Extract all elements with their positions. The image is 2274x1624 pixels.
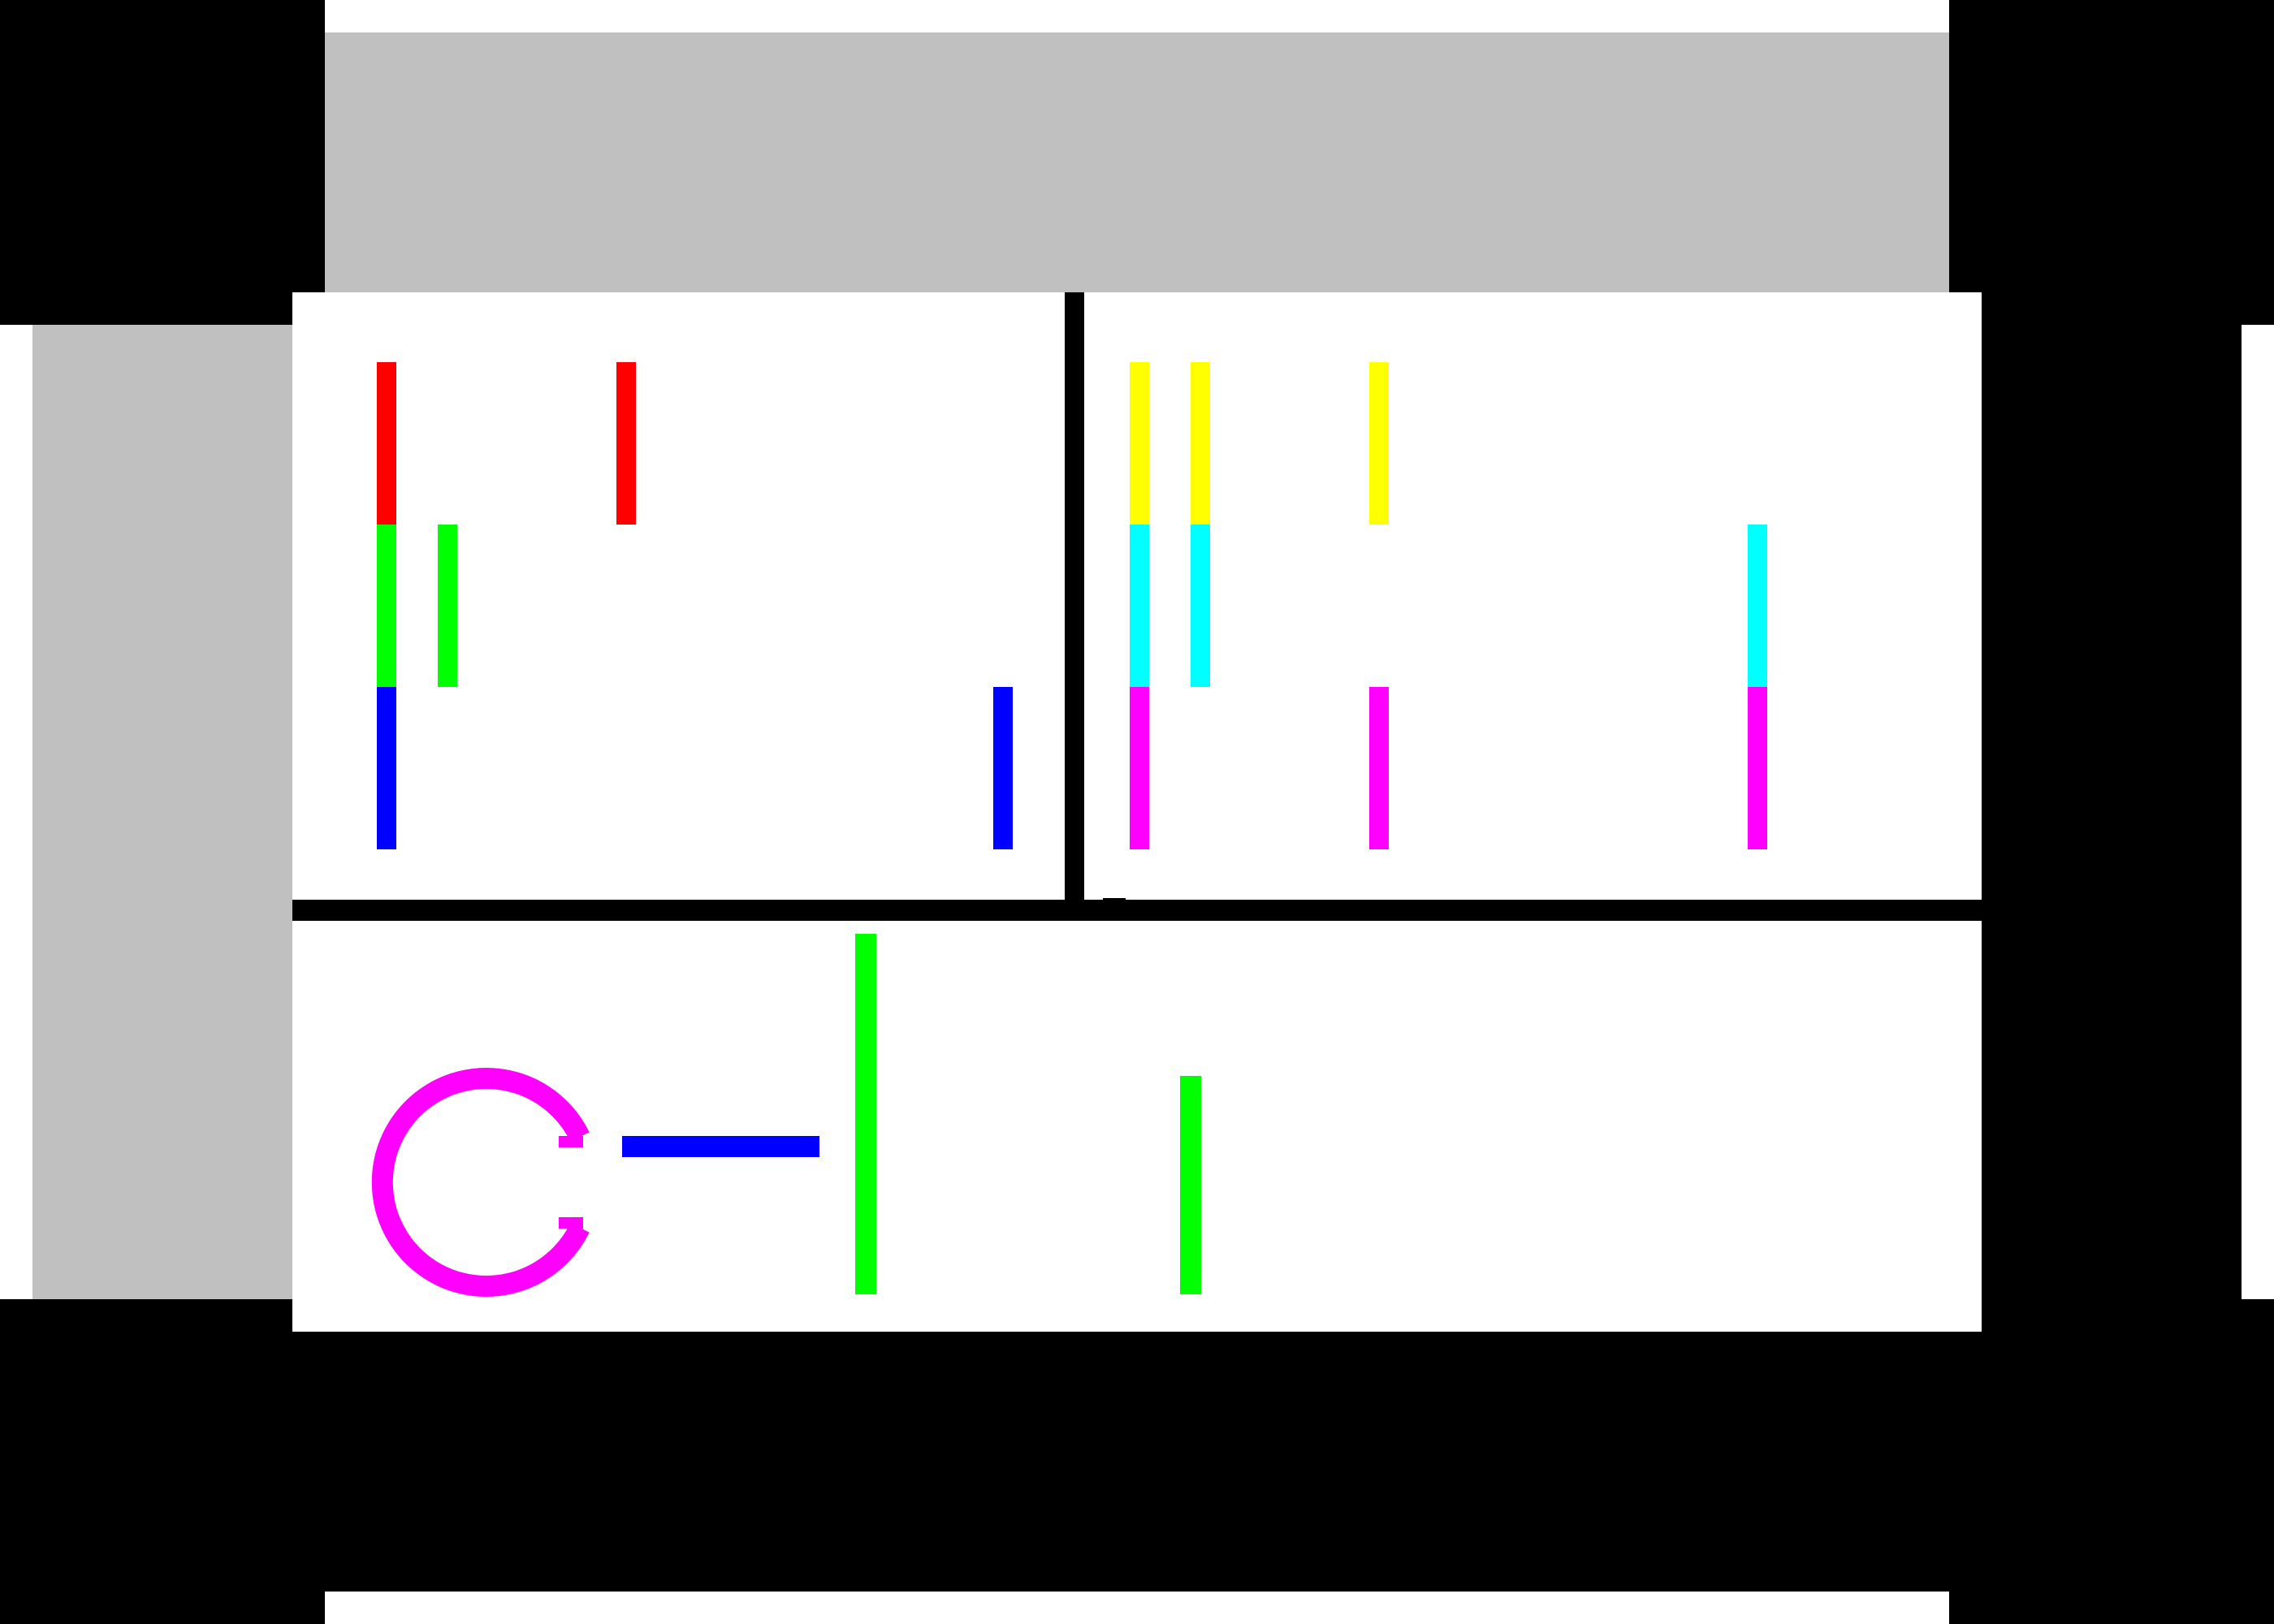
magenta-bar-1: [1130, 687, 1149, 849]
magenta-bar-3: [1748, 687, 1767, 849]
green-short-bar: [1180, 1076, 1201, 1294]
vertical-divider: [1065, 292, 1084, 900]
red-bar-2: [616, 362, 636, 525]
green-bar-1: [377, 525, 396, 687]
red-bar-1: [377, 362, 396, 525]
green-bar-2: [438, 525, 457, 687]
corner-block-top-right: [1949, 0, 2274, 325]
magenta-bar-2: [1369, 687, 1389, 849]
ring-tab-bottom: [559, 1217, 583, 1229]
corner-block-bottom-right: [1949, 1299, 2274, 1624]
left-gray-panel: [32, 325, 292, 1299]
cyan-bar-2: [1191, 525, 1210, 687]
corner-block-top-left: [0, 0, 325, 325]
yellow-bar-1: [1130, 362, 1149, 525]
right-band: [1982, 325, 2242, 1299]
cyan-bar-1: [1130, 525, 1149, 687]
blue-bar-2: [993, 687, 1013, 849]
green-tall-bar: [855, 934, 876, 1294]
blue-bar-1: [377, 687, 396, 849]
horizontal-divider: [292, 900, 1982, 921]
divider-notch: [1103, 898, 1126, 903]
corner-block-bottom-left: [0, 1299, 325, 1624]
magenta-c-ring-icon: [371, 1068, 590, 1297]
yellow-bar-2: [1191, 362, 1210, 525]
ring-tab-top: [559, 1136, 583, 1147]
bottom-band: [325, 1332, 1949, 1592]
cyan-bar-3: [1748, 525, 1767, 687]
yellow-bar-3: [1369, 362, 1389, 525]
top-gray-panel: [325, 32, 1949, 292]
blue-horizontal-bar: [622, 1136, 819, 1157]
